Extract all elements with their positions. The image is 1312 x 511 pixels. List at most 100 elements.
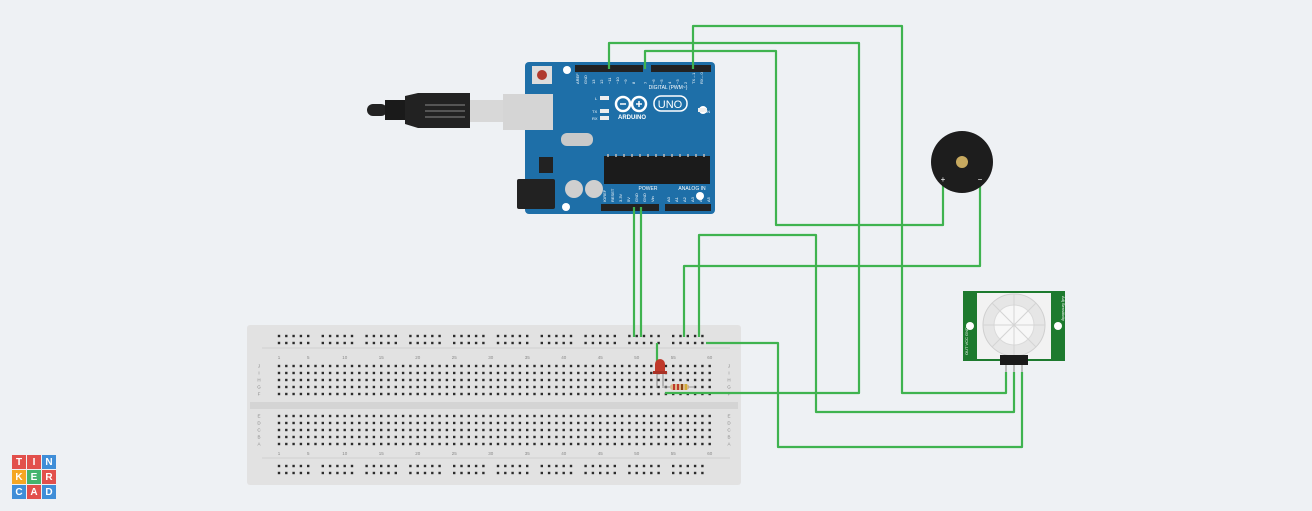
jumper-wire[interactable] xyxy=(697,233,1016,414)
jumper-wire[interactable] xyxy=(643,49,945,227)
column-number: 25 xyxy=(452,451,458,456)
resistor[interactable] xyxy=(662,384,695,390)
jumper-wire[interactable] xyxy=(607,41,861,395)
column-number: 25 xyxy=(452,355,458,360)
column-number: 20 xyxy=(415,451,421,456)
column-number: 1 xyxy=(278,451,281,456)
red-led[interactable] xyxy=(653,359,667,388)
analog-pin-label: A5 xyxy=(706,196,711,202)
analog-pin-label: A2 xyxy=(682,196,687,202)
column-number: 55 xyxy=(671,451,677,456)
column-number: 10 xyxy=(342,355,348,360)
digital-pin-label: 7 xyxy=(643,81,648,84)
capacitor-2 xyxy=(585,180,603,198)
row-letter: H xyxy=(727,378,730,383)
power-header xyxy=(601,204,659,211)
column-number: 45 xyxy=(598,451,604,456)
column-number: 5 xyxy=(307,355,310,360)
row-letter: A xyxy=(257,442,260,447)
row-letter: G xyxy=(257,385,261,390)
arduino-logo-icon xyxy=(614,95,648,113)
logo-letter: K xyxy=(12,470,26,484)
row-letter: D xyxy=(257,421,261,426)
analog-pin-label: A1 xyxy=(674,196,679,202)
column-number: 5 xyxy=(307,451,310,456)
column-number: 30 xyxy=(488,451,494,456)
row-letter: C xyxy=(257,428,261,433)
arduino-uno-board[interactable]: UNO ARDUINO DIGITAL (PWM~) POWER ANALOG … xyxy=(503,62,715,214)
column-number: 15 xyxy=(379,451,385,456)
digital-pin-label: 2 xyxy=(683,81,688,84)
column-number: 60 xyxy=(707,355,713,360)
model-label: UNO xyxy=(658,99,683,111)
digital-pin-label: GND xyxy=(583,75,588,84)
power-pin-label: GND xyxy=(634,193,639,202)
digital-pin-label: ~9 xyxy=(623,79,628,84)
digital-pin-label: 12 xyxy=(599,79,604,84)
jumper-wire[interactable] xyxy=(706,341,1024,449)
digital-pin-label: ~10 xyxy=(615,76,620,84)
row-letter: B xyxy=(727,435,730,440)
row-letter: I xyxy=(728,371,729,376)
tinkercad-logo: T I N K E R C A D xyxy=(12,455,56,499)
row-letter: E xyxy=(257,414,260,419)
logo-letter: T xyxy=(12,455,26,469)
jumper-wire[interactable] xyxy=(682,184,982,337)
buzzer-minus-label: − xyxy=(978,175,983,184)
row-letter: B xyxy=(257,435,260,440)
buzzer-plus-label: + xyxy=(941,175,946,184)
power-label: POWER xyxy=(639,186,658,192)
analog-pin-label: A0 xyxy=(666,196,671,202)
digital-pin-label: ~6 xyxy=(651,79,656,84)
column-number: 45 xyxy=(598,355,604,360)
power-pin-label: IOREF xyxy=(602,189,607,202)
pir-pin-labels: OUT VCC GND xyxy=(964,327,969,355)
breadboard-holes[interactable] xyxy=(277,334,711,475)
usb-port xyxy=(503,94,553,130)
atmega-chip xyxy=(604,156,710,184)
digital-label: DIGITAL (PWM~) xyxy=(649,85,688,91)
digital-pin-label: RX←0 xyxy=(699,71,704,84)
digital-pin-label: ~5 xyxy=(659,79,664,84)
tx-led-label: TX xyxy=(592,109,597,114)
digital-pin-label: ~3 xyxy=(675,79,680,84)
digital-pin-label: 13 xyxy=(591,79,596,84)
logo-letter: D xyxy=(42,485,56,499)
column-number: 1 xyxy=(278,355,281,360)
digital-pin-label: 8 xyxy=(631,81,636,84)
column-number: 50 xyxy=(634,355,640,360)
piezo-buzzer[interactable]: + − xyxy=(931,131,993,193)
power-pin-label: Vin xyxy=(650,196,655,202)
pir-adjust-label: Adj Sensitivity xyxy=(1061,296,1066,321)
column-number: 55 xyxy=(671,355,677,360)
jumper-wire[interactable] xyxy=(691,24,1008,395)
logo-letter: A xyxy=(27,485,41,499)
row-letter: J xyxy=(258,364,260,369)
analog-pin-label: A4 xyxy=(698,196,703,202)
digital-pin-label: TX→1 xyxy=(691,72,696,84)
logo-letter: R xyxy=(42,470,56,484)
logo-letter: N xyxy=(42,455,56,469)
row-letter: J xyxy=(728,364,730,369)
power-pin-label: RESET xyxy=(610,188,615,202)
l-led-label: L xyxy=(595,96,598,101)
row-letter: A xyxy=(727,442,730,447)
reset-button[interactable] xyxy=(537,70,547,80)
crystal xyxy=(561,133,593,146)
usb-cable[interactable] xyxy=(367,93,506,128)
row-letter: H xyxy=(257,378,260,383)
analog-header xyxy=(665,204,711,211)
digital-header-right xyxy=(651,65,711,72)
column-number: 60 xyxy=(707,451,713,456)
power-pin-label: GND xyxy=(642,193,647,202)
row-letter: I xyxy=(258,371,259,376)
digital-pin-label: ~11 xyxy=(607,77,612,84)
column-number: 35 xyxy=(525,451,531,456)
pir-motion-sensor[interactable]: OUT VCC GND Adj Sensitivity xyxy=(963,291,1066,372)
column-number: 20 xyxy=(415,355,421,360)
logo-letter: I xyxy=(27,455,41,469)
digital-pin-label: AREF xyxy=(575,73,580,84)
column-number: 40 xyxy=(561,451,567,456)
